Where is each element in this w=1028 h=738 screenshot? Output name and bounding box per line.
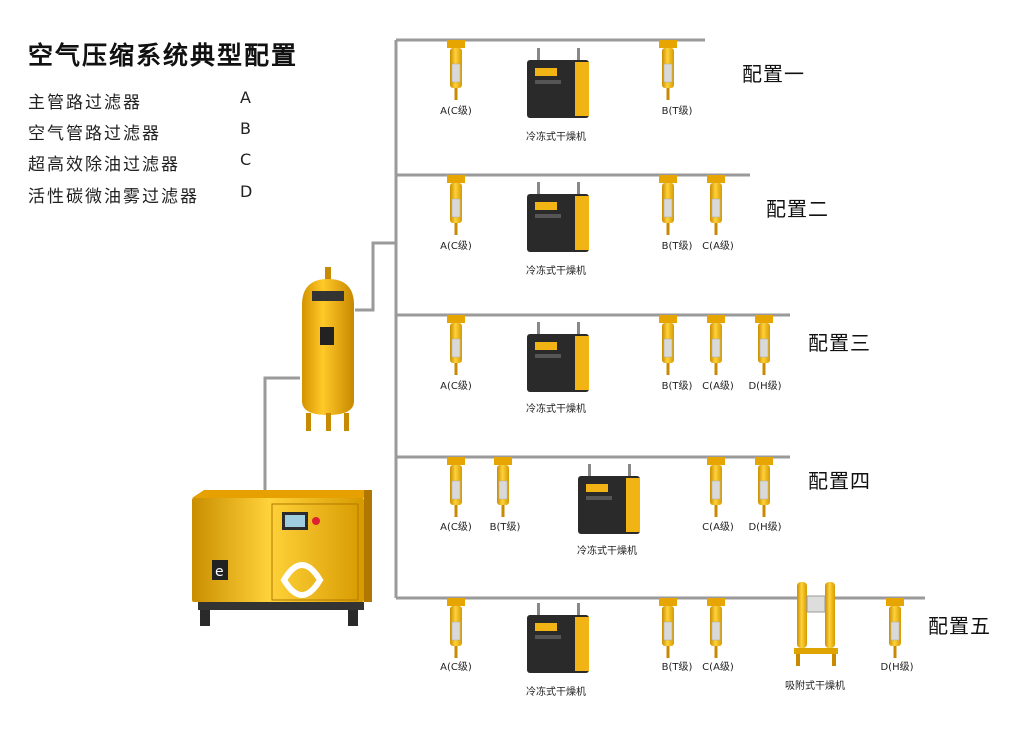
filter-label: D(H级) xyxy=(748,522,782,533)
legend-code-d: D xyxy=(240,182,253,201)
svg-text:e: e xyxy=(215,564,224,580)
filter-icon xyxy=(659,598,677,658)
legend-item-b: 空气管路过滤器 xyxy=(28,124,161,144)
filter-icon xyxy=(494,457,512,517)
filter-label: A(C级) xyxy=(440,522,472,533)
adsorption-dryer-label: 吸附式干燥机 xyxy=(785,681,845,692)
filter-icon xyxy=(707,457,725,517)
filter-label: B(T级) xyxy=(661,106,693,117)
refrigerated-dryer-icon xyxy=(527,322,589,392)
filter-label: D(H级) xyxy=(880,662,914,673)
dryer-label: 冷冻式干燥机 xyxy=(526,404,586,415)
filter-label: C(A级) xyxy=(702,662,734,673)
legend-item-a: 主管路过滤器 xyxy=(28,93,142,113)
filter-label: C(A级) xyxy=(702,522,734,533)
pipe-tank-to-header xyxy=(355,241,396,312)
refrigerated-dryer-icon xyxy=(527,603,589,673)
filter-icon xyxy=(707,175,725,235)
config-3-label: 配置三 xyxy=(808,331,871,355)
page-title: 空气压缩系统典型配置 xyxy=(28,41,299,70)
filter-icon xyxy=(447,175,465,235)
adsorption-dryer-icon xyxy=(794,582,838,666)
filter-icon xyxy=(755,315,773,375)
filter-label: C(A级) xyxy=(702,381,734,392)
filter-label: B(T级) xyxy=(661,241,693,252)
filter-label: B(T级) xyxy=(661,662,693,673)
filter-label: D(H级) xyxy=(748,381,782,392)
filter-label: C(A级) xyxy=(702,241,734,252)
filter-icon xyxy=(707,598,725,658)
filter-label: B(T级) xyxy=(489,522,521,533)
refrigerated-dryer-icon xyxy=(527,48,589,118)
filter-label: A(C级) xyxy=(440,241,472,252)
filter-icon xyxy=(447,40,465,100)
filter-icon xyxy=(447,315,465,375)
legend-item-c: 超高效除油过滤器 xyxy=(28,155,180,175)
filter-icon xyxy=(755,457,773,517)
filter-icon xyxy=(447,457,465,517)
legend-item-d: 活性碳微油雾过滤器 xyxy=(28,187,199,207)
config-2-label: 配置二 xyxy=(766,197,829,221)
filter-icon xyxy=(447,598,465,658)
dryer-label: 冷冻式干燥机 xyxy=(526,687,586,698)
filter-label: B(T级) xyxy=(661,381,693,392)
air-receiver-tank xyxy=(298,265,358,433)
filter-label: A(C级) xyxy=(440,381,472,392)
legend-code-a: A xyxy=(240,88,251,107)
filter-icon xyxy=(707,315,725,375)
filter-icon xyxy=(659,40,677,100)
pipe-compressor-to-tank xyxy=(263,376,300,490)
config-1-label: 配置一 xyxy=(742,62,805,86)
filter-icon xyxy=(659,175,677,235)
dryer-label: 冷冻式干燥机 xyxy=(526,266,586,277)
legend-code-b: B xyxy=(240,119,251,138)
config-5-label: 配置五 xyxy=(928,614,991,638)
filter-icon xyxy=(659,315,677,375)
config-4-label: 配置四 xyxy=(808,469,871,493)
refrigerated-dryer-icon xyxy=(527,182,589,252)
filter-label: A(C级) xyxy=(440,106,472,117)
filter-label: A(C级) xyxy=(440,662,472,673)
dryer-label: 冷冻式干燥机 xyxy=(577,546,637,557)
refrigerated-dryer-icon xyxy=(578,464,640,534)
filter-icon xyxy=(886,598,904,658)
legend-code-c: C xyxy=(240,150,252,169)
dryer-label: 冷冻式干燥机 xyxy=(526,132,586,143)
air-compressor: e xyxy=(192,490,372,630)
